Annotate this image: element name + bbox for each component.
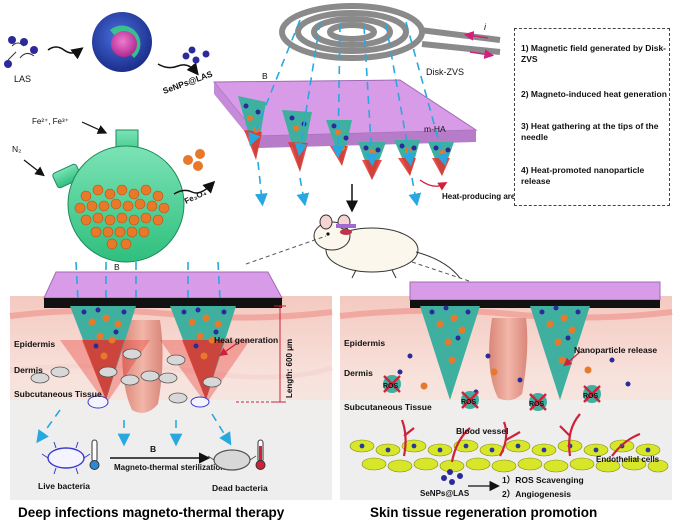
steps-box: 1) Magnetic field generated by Disk-ZVS … — [514, 28, 670, 206]
left-needle-particles-blue — [81, 307, 227, 349]
length-label: Length: 600 μm — [285, 339, 294, 398]
senps-particle-icon — [92, 12, 152, 72]
arrow-n2 — [23, 159, 45, 177]
magnetic-field-lines-top — [248, 19, 449, 207]
heat-areas-label: Heat-producing areas — [442, 192, 525, 201]
ros-icon: ROS — [461, 391, 479, 409]
ros-label-2: ROS — [461, 399, 477, 406]
cell-nuclei — [359, 443, 651, 453]
fe3o4-dots — [183, 149, 205, 171]
mouse-icon — [313, 214, 461, 279]
ros-icons: ROS ROS ROS ROS — [383, 375, 601, 411]
right-patch — [409, 281, 661, 301]
heat-areas-text: Heat-producing areas — [442, 192, 525, 201]
heat-generation-label: Heat generation — [214, 335, 278, 345]
ros-icon: ROS — [529, 393, 547, 411]
right-caption: Skin tissue regeneration promotion — [370, 505, 598, 520]
blood-vessels — [400, 413, 641, 463]
device-needles — [238, 96, 454, 180]
left-subcutaneous-text: Subcutaneous Tissue — [14, 389, 102, 399]
arrow-las — [47, 46, 84, 60]
coil-icon — [279, 3, 501, 61]
live-bacteria-icon — [41, 441, 91, 475]
coil-label: Disk-ZVS — [426, 67, 464, 77]
step-2: 2) Magneto-induced heat generation — [521, 89, 667, 99]
flask-icon — [52, 129, 185, 263]
sterilization-b-label: B — [150, 444, 156, 454]
right-panel: ROS ROS ROS ROS — [339, 281, 673, 500]
ros-icon: ROS — [383, 375, 401, 393]
step-3: 3) Heat gathering at the tips of the nee… — [521, 121, 659, 142]
dead-bacteria-icon — [207, 449, 257, 471]
left-subcutaneous-label: Subcutaneous Tissue — [14, 389, 102, 399]
thermometer-icon-hot — [255, 439, 266, 470]
ros-label-1: ROS — [383, 383, 399, 390]
fe-ions-label: Fe²⁺, Fe³⁺ — [32, 117, 69, 126]
left-caption: Deep infections magneto-thermal therapy — [18, 505, 285, 520]
sterilization-label: Magneto-thermal sterilization — [114, 463, 225, 472]
current-arrow-out — [469, 49, 495, 60]
zoom-line-left — [245, 235, 327, 265]
right-dermis-label: Dermis — [344, 368, 373, 378]
live-bacteria-label: Live bacteria — [38, 481, 90, 491]
blood-vessel-label: Blood vessel — [456, 426, 508, 436]
las-label: LAS — [14, 74, 31, 84]
release-pointer — [563, 351, 581, 367]
ros-label-3: ROS — [529, 401, 545, 408]
zoom-line-right — [411, 261, 479, 285]
left-wound — [122, 320, 163, 413]
step-4: 4) Heat-promoted nanoparticle release — [521, 165, 645, 186]
left-needle-particles-orange — [88, 314, 222, 360]
ros-label-4: ROS — [583, 393, 599, 400]
nanoparticle-release-label: Nanoparticle release — [574, 345, 657, 355]
endothelial-label: Endothelial cells — [596, 455, 660, 464]
effect-2-label: 2）Angiogenesis — [502, 489, 571, 499]
heat-gen-pointer — [219, 343, 237, 357]
patch-b-label: B — [262, 71, 268, 81]
right-subcutaneous-label: Subcutaneous Tissue — [344, 402, 432, 412]
thermometer-icon-cold — [89, 439, 100, 470]
left-panel: B Epidermis Dermis Subcutaneous Tissue H… — [9, 261, 333, 500]
bacteria-icon — [30, 348, 222, 409]
right-particles-blue — [397, 305, 631, 395]
current-arrow-in — [463, 30, 489, 41]
heat-area-pointer — [419, 179, 448, 191]
right-wound — [489, 318, 528, 401]
ros-icon: ROS — [583, 385, 601, 403]
senps-label: SeNPs@LAS — [161, 69, 214, 96]
left-field-lines — [36, 261, 232, 447]
left-patch — [43, 271, 283, 299]
effect-1-label: 1）ROS Scavenging — [502, 475, 584, 485]
senps-legend-label: SeNPs@LAS — [420, 489, 470, 498]
senps-legend-dots — [441, 469, 463, 485]
left-dermis-label: Dermis — [14, 365, 43, 375]
right-epidermis-label: Epidermis — [344, 338, 385, 348]
dead-bacteria-label: Dead bacteria — [212, 483, 268, 493]
arrow-fe3o4 — [173, 180, 216, 195]
arrow-fe-ions — [81, 121, 108, 134]
sterilization-text: Magneto-thermal sterilization — [114, 463, 225, 472]
las-molecules — [4, 36, 38, 68]
senps-dots — [182, 46, 210, 64]
n2-label: N₂ — [12, 144, 21, 154]
patch-3d — [212, 79, 478, 148]
patch-label: m-HA — [424, 124, 446, 134]
arrow-senps — [157, 62, 199, 76]
step-1: 1) Magnetic field generated by Disk-ZVS — [521, 43, 667, 64]
left-b-label: B — [114, 262, 120, 272]
current-label: i — [484, 22, 487, 32]
left-epidermis-label: Epidermis — [14, 339, 55, 349]
